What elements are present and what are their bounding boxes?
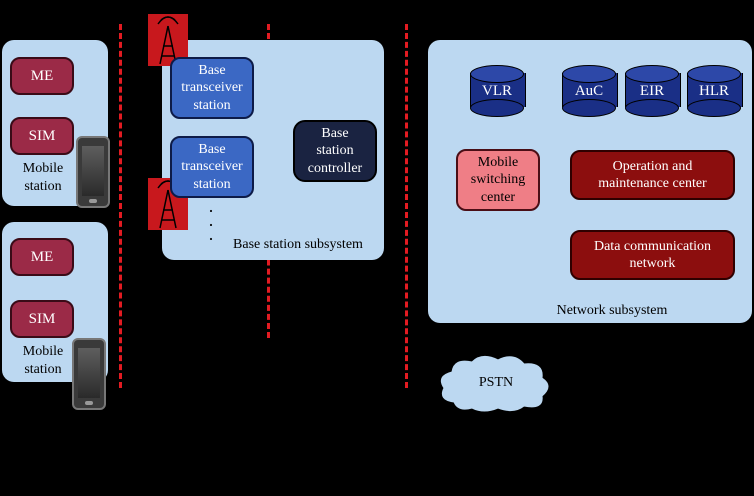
data-communication-network: Data communication network bbox=[570, 230, 735, 280]
pstn-cloud-icon bbox=[440, 356, 549, 412]
mobile-equipment-1: ME bbox=[10, 57, 74, 95]
divider-a-interface bbox=[405, 24, 408, 388]
mobile-switching-center: Mobile switching center bbox=[456, 149, 540, 211]
vlr-database: VLR bbox=[470, 65, 526, 117]
mobile-equipment-2: ME bbox=[10, 238, 74, 276]
more-stations-ellipsis: ··· bbox=[208, 201, 214, 249]
eir-database: EIR bbox=[625, 65, 681, 117]
antenna-tower-icon-2 bbox=[148, 178, 188, 230]
hlr-database: HLR bbox=[687, 65, 743, 117]
hlr-label: HLR bbox=[699, 83, 729, 99]
auc-database: AuC bbox=[562, 65, 618, 117]
operation-maintenance-center: Operation and maintenance center bbox=[570, 150, 735, 200]
pstn-label: PSTN bbox=[478, 375, 514, 390]
base-station-subsystem-label: Base station subsystem bbox=[233, 237, 363, 252]
divider-air-interface bbox=[119, 24, 122, 388]
sim-2: SIM bbox=[10, 300, 74, 338]
mobile-station-label-2: Mobile station bbox=[22, 344, 64, 378]
eir-label: EIR bbox=[639, 83, 665, 99]
phone-icon-2 bbox=[72, 338, 106, 410]
network-subsystem-label: Network subsystem bbox=[556, 303, 668, 318]
mobile-station-label-1: Mobile station bbox=[22, 161, 64, 195]
auc-label: AuC bbox=[574, 83, 604, 99]
sim-1: SIM bbox=[10, 117, 74, 155]
vlr-label: VLR bbox=[482, 83, 512, 99]
phone-icon-1 bbox=[76, 136, 110, 208]
base-station-controller: Base station controller bbox=[293, 120, 377, 182]
base-transceiver-station-2: Base transceiver station bbox=[170, 136, 254, 198]
base-transceiver-station-1: Base transceiver station bbox=[170, 57, 254, 119]
